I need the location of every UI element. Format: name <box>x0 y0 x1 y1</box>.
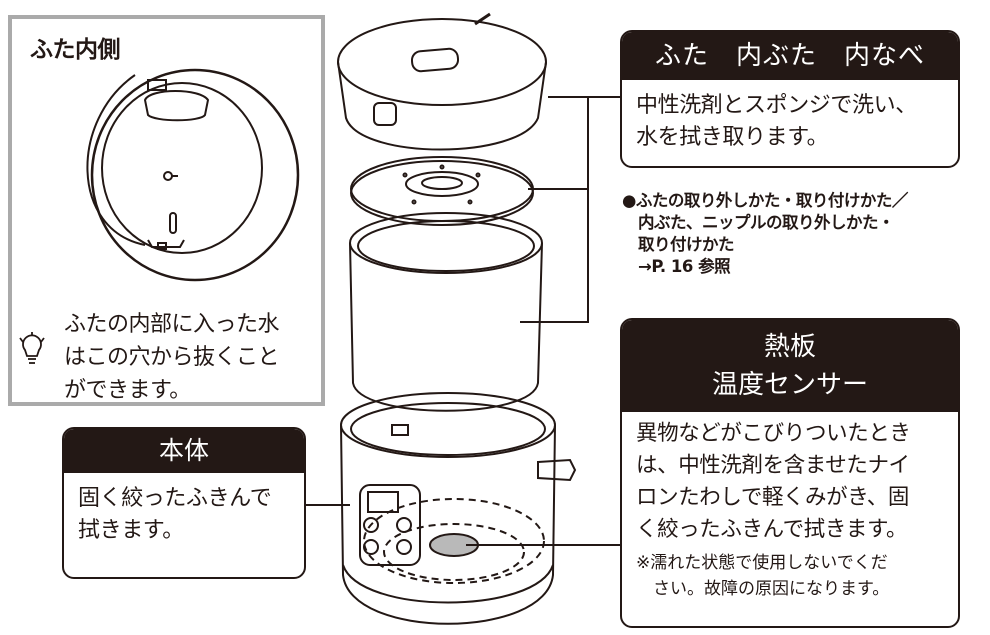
inner-pot-drawing <box>349 212 543 412</box>
page-reference: ●ふたの取り外しかた・取り付けかた／ 内ぶた、ニップルの取り外しかた・ 取り付け… <box>622 190 908 278</box>
lid-note-line: ふたの内部に入った水 <box>64 312 280 337</box>
reference-line: 内ぶた、ニップルの取り外しかた・ <box>622 213 895 232</box>
lid-drawing <box>337 12 547 151</box>
callout-header-line: 温度センサー <box>711 370 868 400</box>
callout-text: 中性洗剤とスポンジで洗い、 水を拭き取ります。 <box>636 93 917 150</box>
main-body-drawing <box>340 392 577 625</box>
callout-text: 固く絞ったふきんで 拭きます。 <box>78 486 272 543</box>
lightbulb-hint-icon <box>19 332 45 364</box>
lid-inner-frame <box>8 15 325 406</box>
main-body-callout: 本体 固く絞ったふきんで 拭きます。 <box>62 427 306 579</box>
callout-header: ふた 内ぶた 内なべ <box>622 32 958 80</box>
lid-parts-callout: ふた 内ぶた 内なべ 中性洗剤とスポンジで洗い、 水を拭き取ります。 <box>620 30 960 168</box>
reference-line: ●ふたの取り外しかた・取り付けかた／ <box>622 191 908 210</box>
leader-lines <box>302 96 620 546</box>
lid-note-line: ができます。 <box>64 378 191 403</box>
lid-drain-note: ふたの内部に入った水 はこの穴から抜くこと ができます。 <box>64 308 280 407</box>
lid-inner-title: ふた内側 <box>30 37 121 63</box>
callout-header-line: 熱板 <box>763 332 816 362</box>
callout-text: 異物などがこびりついたとき は、中性洗剤を含ませたナイ ロンたわしで軽くみがき、… <box>636 421 911 542</box>
inner-lid-drawing <box>350 156 534 226</box>
heating-plate-callout: 熱板 温度センサー 異物などがこびりついたとき は、中性洗剤を含ませたナイ ロン… <box>620 318 960 628</box>
lid-inner-drawing <box>86 68 300 282</box>
reference-line: 取り付けかた <box>622 235 735 254</box>
callout-header: 熱板 温度センサー <box>622 320 958 412</box>
lid-note-line: はこの穴から抜くこと <box>64 345 280 370</box>
caution-note: ※濡れた状態で使用しないでくだ さい。故障の原因になります。 <box>636 553 890 599</box>
reference-line: →P. 16 参照 <box>622 257 731 276</box>
callout-header: 本体 <box>64 429 304 473</box>
